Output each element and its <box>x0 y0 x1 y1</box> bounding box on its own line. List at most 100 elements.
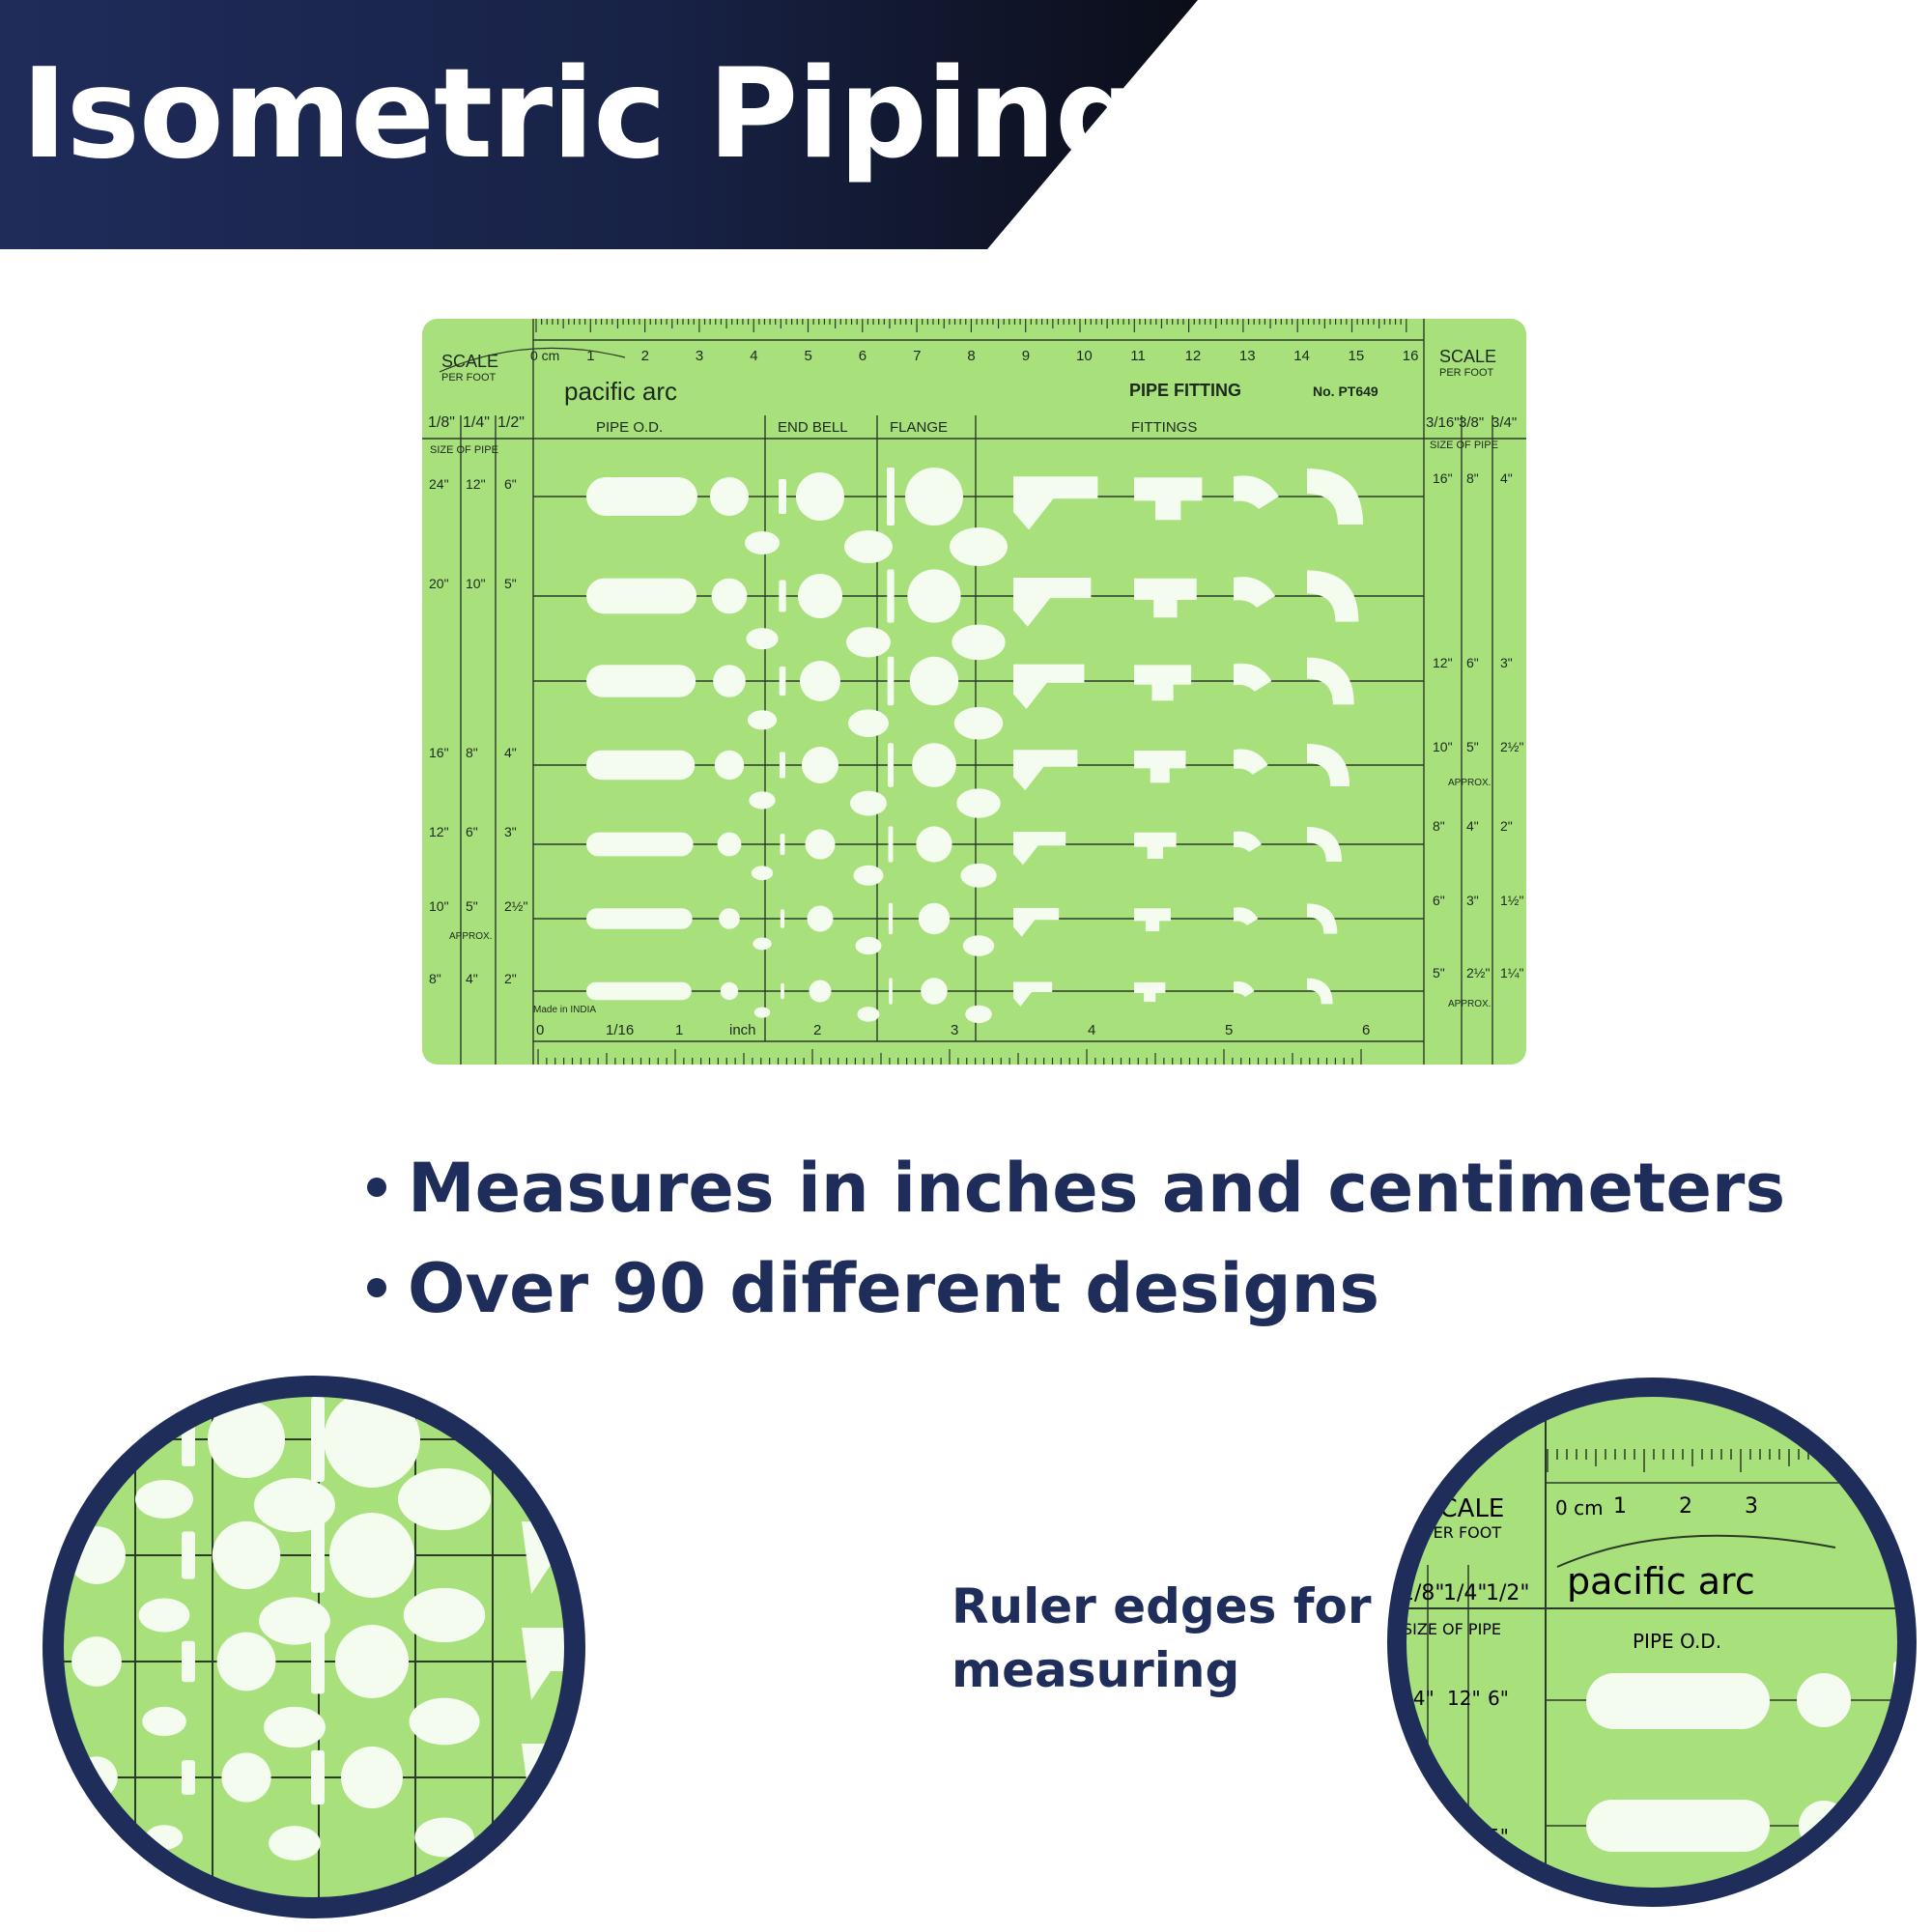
flange-ellipse <box>414 1817 474 1858</box>
scale-subtitle: PER FOOT <box>1424 1523 1501 1542</box>
flange-ellipse <box>950 527 1008 566</box>
elbow-90-cutout <box>1307 469 1363 525</box>
curved-elbow-cutout <box>1234 663 1272 692</box>
pipe-od-circle <box>720 981 739 1001</box>
end-bell-circle <box>805 829 836 860</box>
end-bell-ellipse <box>850 790 887 816</box>
end-bell-circle <box>796 472 844 521</box>
flange-slot <box>311 1749 325 1805</box>
cm-tick-label: 1 <box>586 348 594 364</box>
pipe-od-circle <box>711 578 748 614</box>
cm-tick-label: 2 <box>1679 1494 1692 1519</box>
flange-ellipse <box>962 935 995 956</box>
size-of-pipe-label: SIZE OF PIPE <box>1430 440 1498 451</box>
pipe-od-circle <box>714 750 745 781</box>
left-size-label: 4" <box>466 971 478 986</box>
right-size-label: 8" <box>1466 470 1479 486</box>
pipe-od-circle <box>717 832 742 857</box>
left-size-label: 2" <box>504 971 517 986</box>
left-size-label: 3" <box>504 824 517 839</box>
flange-circle <box>329 1513 414 1598</box>
scale-title: SCALE <box>1439 347 1496 366</box>
end-bell-ellipse <box>269 1826 321 1861</box>
pipe-od-circle <box>1797 1673 1851 1727</box>
elbow-45-cutout <box>1013 750 1078 791</box>
left-size-label: 24" <box>429 476 449 492</box>
curved-elbow-cutout <box>1234 749 1268 775</box>
pipe-od-circle <box>71 1636 122 1687</box>
cm-tick-label: 2 <box>641 348 649 364</box>
cm-ruler-ticks <box>535 319 1407 332</box>
flange-ellipse <box>965 1005 992 1024</box>
flange-slot <box>887 468 895 526</box>
section-header: FLANGE <box>890 419 948 436</box>
elbow-45-cutout <box>1013 832 1066 866</box>
left-size-label: 8" <box>429 971 441 986</box>
right-size-label: 10" <box>1433 739 1453 754</box>
flange-slot <box>887 569 895 623</box>
size-of-pipe-label: SIZE OF PIPE <box>1403 1620 1501 1638</box>
flange-ellipse <box>398 1468 491 1530</box>
scale-subtitle: PER FOOT <box>441 372 497 384</box>
left-size-label: 8" <box>466 745 478 760</box>
end-bell-slot <box>779 666 786 696</box>
end-bell-slot <box>779 580 786 612</box>
elbow-90-cutout <box>1307 657 1354 705</box>
inch-tick-label: 6 <box>1362 1022 1370 1038</box>
pipe-od-slot <box>586 832 694 857</box>
end-bell-ellipse <box>138 1598 190 1633</box>
left-size-label: 2½" <box>504 898 527 914</box>
brand-name: pacific arc <box>564 377 677 406</box>
left-size-label: 6" <box>466 824 478 839</box>
cm-tick-label: 13 <box>1239 348 1256 364</box>
title-banner <box>0 0 1198 249</box>
scale-fraction: 3/4" <box>1492 414 1517 431</box>
flange-circle <box>335 1625 409 1698</box>
cm-tick-label: 3 <box>696 348 703 364</box>
end-bell-slot <box>182 1640 195 1683</box>
left-size-label: 12" <box>1447 1687 1481 1710</box>
end-bell-ellipse <box>857 1007 880 1022</box>
cm-tick-label: 5 <box>805 348 812 364</box>
flange-circle <box>907 569 961 623</box>
inch-tick-label: 2 <box>813 1022 821 1038</box>
tee-cutout <box>1134 477 1203 521</box>
tee-cutout <box>1134 578 1197 618</box>
end-bell-circle <box>800 661 840 701</box>
feature-text: Measures in inches and centimeters <box>408 1149 1786 1228</box>
tee-cutout <box>1134 832 1177 860</box>
cm-tick-label: 7 <box>913 348 921 364</box>
left-size-label: 6" <box>1488 1687 1509 1710</box>
left-size-label: 12" <box>466 476 486 492</box>
cutouts <box>586 468 1363 1024</box>
cm-tick-label: 4 <box>750 348 757 364</box>
scale-fraction: 1/4" <box>463 414 490 431</box>
flange-slot <box>888 902 894 935</box>
cm-tick-label: 15 <box>1349 348 1365 364</box>
end-bell-ellipse <box>745 531 780 554</box>
end-bell-slot <box>780 909 785 928</box>
right-size-label: 16" <box>1433 470 1453 486</box>
end-bell-slot <box>182 1531 195 1579</box>
end-bell-ellipse <box>142 1706 186 1737</box>
cm-tick-label: 10 <box>1076 348 1093 364</box>
cm-tick-label: 8 <box>967 348 975 364</box>
flange-circle <box>912 743 956 787</box>
scale-subtitle: PER FOOT <box>1439 367 1494 379</box>
left-size-label: 6" <box>504 476 517 492</box>
page-title: Isometric Piping <box>21 43 1143 186</box>
end-bell-circle <box>221 1752 271 1803</box>
elbow-90-cutout <box>1307 743 1350 787</box>
flange-ellipse <box>403 1587 486 1643</box>
scale-fraction: 1/2" <box>497 414 525 431</box>
end-bell-circle <box>807 905 834 932</box>
end-bell-circle <box>212 1520 281 1590</box>
bullet-icon <box>367 1277 386 1297</box>
right-size-label: 8" <box>1433 818 1445 834</box>
brand-name: pacific arc <box>1567 1560 1755 1603</box>
pipe-od-circle <box>710 477 749 516</box>
cm-label: 0 cm <box>530 348 559 363</box>
left-size-label: 10" <box>466 576 486 591</box>
section-header: PIPE O.D. <box>1633 1630 1721 1653</box>
